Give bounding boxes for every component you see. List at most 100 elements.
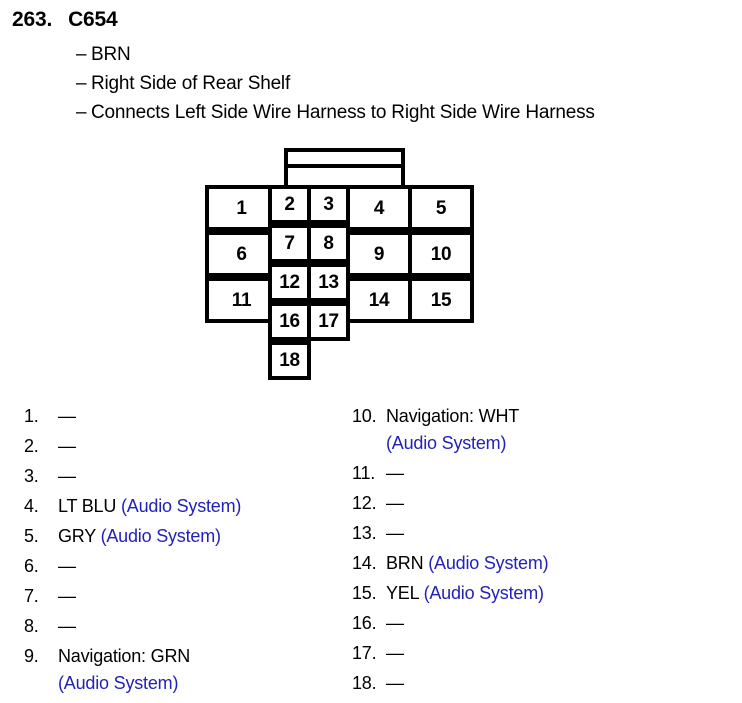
connector-pin-cell-17: 17 xyxy=(307,302,350,341)
header-bullet-text: BRN xyxy=(91,44,131,65)
pin-number: 5. xyxy=(24,526,39,546)
pin-number: 7. xyxy=(24,586,39,606)
bullet-dash-icon: – xyxy=(76,73,87,94)
pin-cell-number: 3 xyxy=(323,194,334,215)
pin-empty-dash: — xyxy=(386,673,404,693)
pin-system-label: (Audio System) xyxy=(386,433,507,453)
pin-empty-dash: — xyxy=(58,586,76,606)
pin-number: 11. xyxy=(352,463,376,483)
pin-cell-number: 1 xyxy=(236,197,247,219)
pin-system-label: (Audio System) xyxy=(423,583,544,603)
connector-id-title: C654 xyxy=(68,8,118,31)
pin-list-item: 7. — xyxy=(24,586,344,607)
latch-tab-line xyxy=(288,164,401,168)
pin-list-item: 18. — xyxy=(352,673,722,694)
page-title: 263. C654 xyxy=(12,8,118,32)
pin-empty-dash: — xyxy=(58,406,76,426)
connector-pin-cell-7: 7 xyxy=(268,224,311,263)
pin-description: Navigation: WHT xyxy=(386,406,520,426)
pin-empty-dash: — xyxy=(58,556,76,576)
connector-pin-cell-4: 4 xyxy=(346,185,412,231)
pin-empty-dash: — xyxy=(386,643,404,663)
pin-list-item: 12. — xyxy=(352,493,722,514)
pin-list-item: 5. GRY (Audio System) xyxy=(24,526,344,547)
pin-empty-dash: — xyxy=(386,523,404,543)
bullet-dash-icon: – xyxy=(76,44,87,65)
pin-list-item: 14. BRN (Audio System) xyxy=(352,553,722,574)
pin-description: LT BLU (Audio System) xyxy=(58,496,242,516)
pin-system-label: (Audio System) xyxy=(100,526,221,546)
pin-system-label: (Audio System) xyxy=(58,673,179,693)
pin-list-item: 11.— xyxy=(352,463,722,484)
connector-pin-cell-10: 10 xyxy=(408,231,474,277)
connector-pin-cell-9: 9 xyxy=(346,231,412,277)
pin-list-item: 4. LT BLU (Audio System) xyxy=(24,496,344,517)
pin-list-item: 1. — xyxy=(24,406,344,427)
pin-number: 4. xyxy=(24,496,39,516)
pin-cell-number: 18 xyxy=(279,350,300,371)
connector-pin-cell-15: 15 xyxy=(408,277,474,323)
connector-pin-cell-12: 12 xyxy=(268,263,311,302)
pin-list-item: 10. Navigation: WHT xyxy=(352,406,722,427)
connector-pin-cell-13: 13 xyxy=(307,263,350,302)
connector-pin-cell-3: 3 xyxy=(307,185,350,224)
pin-number: 15. xyxy=(352,583,377,603)
pin-description: BRN (Audio System) xyxy=(386,553,549,573)
pin-number: 13. xyxy=(352,523,377,543)
pin-empty-dash: — xyxy=(386,613,404,633)
header-bullet-location: –Right Side of Rear Shelf xyxy=(76,73,290,95)
pin-number: 10. xyxy=(352,406,377,426)
pin-cell-number: 6 xyxy=(236,243,247,265)
pin-empty-dash: — xyxy=(58,616,76,636)
pin-list-item: 13. — xyxy=(352,523,722,544)
pin-cell-number: 12 xyxy=(279,272,300,293)
pin-list-item: 16. — xyxy=(352,613,722,634)
pin-cell-number: 11 xyxy=(231,289,252,311)
pin-list-item: 2. — xyxy=(24,436,344,457)
pin-description: GRY (Audio System) xyxy=(58,526,221,546)
pin-cell-number: 16 xyxy=(279,311,300,332)
bullet-dash-icon: – xyxy=(76,102,87,123)
pin-empty-dash: — xyxy=(386,493,404,513)
pin-number: 3. xyxy=(24,466,39,486)
header-bullet-wire-color: –BRN xyxy=(76,44,131,66)
pin-number: 14. xyxy=(352,553,377,573)
pin-number: 16. xyxy=(352,613,377,633)
pin-list-right: 10.Navigation: WHT(Audio System)11.—12.—… xyxy=(352,406,722,703)
pin-cell-number: 14 xyxy=(368,289,390,311)
entry-number: 263. xyxy=(12,8,53,31)
header-bullet-connects: –Connects Left Side Wire Harness to Righ… xyxy=(76,102,595,124)
pin-cell-number: 15 xyxy=(430,289,452,311)
connector-pin-cell-5: 5 xyxy=(408,185,474,231)
pin-cell-number: 9 xyxy=(373,243,385,265)
pin-description: YEL (Audio System) xyxy=(386,583,544,603)
connector-pin-cell-11: 11 xyxy=(205,277,278,323)
pin-number: 8. xyxy=(24,616,39,636)
pin-number: 17. xyxy=(352,643,377,663)
pin-number: 1. xyxy=(24,406,39,426)
connector-latch-tab xyxy=(284,148,405,187)
connector-pin-cell-14: 14 xyxy=(346,277,412,323)
pin-cell-number: 2 xyxy=(284,194,295,215)
pin-list-left: 1. — 2. — 3. — 4. LT BLU (Audio System) 5. GRY (A… xyxy=(24,406,344,703)
connector-pin-cell-2: 2 xyxy=(268,185,311,224)
pin-empty-dash: — xyxy=(58,436,76,456)
pin-list-item: 17. — xyxy=(352,643,722,664)
pin-number: 2. xyxy=(24,436,39,456)
pin-empty-dash: — xyxy=(58,466,76,486)
pin-list-item: 15. YEL (Audio System) xyxy=(352,583,722,604)
pin-cell-number: 5 xyxy=(435,197,447,219)
pin-list-item: 3. — xyxy=(24,466,344,487)
pin-list-item: 6.— xyxy=(24,556,344,577)
pin-cell-number: 7 xyxy=(284,233,295,254)
connector-pin-cell-8: 8 xyxy=(307,224,350,263)
connector-pin-cell-18: 18 xyxy=(268,341,311,380)
pin-cell-number: 8 xyxy=(323,233,334,254)
pin-number: 9. xyxy=(24,646,39,666)
pin-cell-number: 4 xyxy=(373,197,385,219)
pin-number: 12. xyxy=(352,493,377,513)
pin-description: Navigation: GRN xyxy=(58,646,191,666)
pin-number: 18. xyxy=(352,673,377,693)
pin-system-label: (Audio System) xyxy=(120,496,242,516)
